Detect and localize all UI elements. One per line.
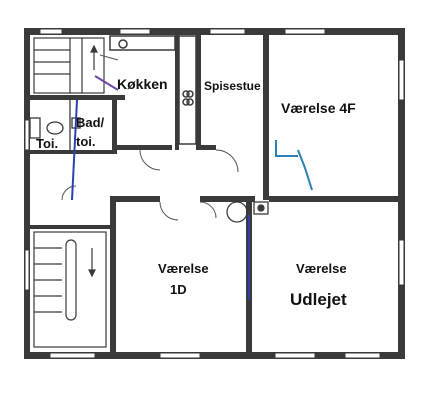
room-label-rented-line2: Udlejet	[290, 290, 347, 309]
room-label-rented-line1: Værelse	[296, 261, 347, 276]
room-label-1d-line1: Værelse	[158, 261, 209, 276]
room-label-bath-line1: Bad/	[76, 115, 105, 130]
corridor-fixtures	[226, 201, 269, 223]
door-swings	[61, 54, 239, 221]
bath-fixtures	[29, 100, 81, 150]
room-label-dining: Spisestue	[204, 79, 261, 93]
room-label-toilet: Toi.	[36, 136, 58, 151]
outer-walls	[24, 28, 405, 359]
room-label-bath-line2: toi.	[76, 134, 96, 149]
upper-stairs	[33, 37, 105, 94]
annotation-lines	[71, 75, 313, 300]
room-label-1d-line2: 1D	[170, 282, 187, 297]
windows	[24, 28, 405, 359]
room-label-4f: Værelse 4F	[281, 100, 356, 116]
lower-stairs	[33, 231, 107, 348]
kitchen-counter	[109, 35, 197, 145]
room-label-kitchen: Køkken	[117, 76, 168, 92]
